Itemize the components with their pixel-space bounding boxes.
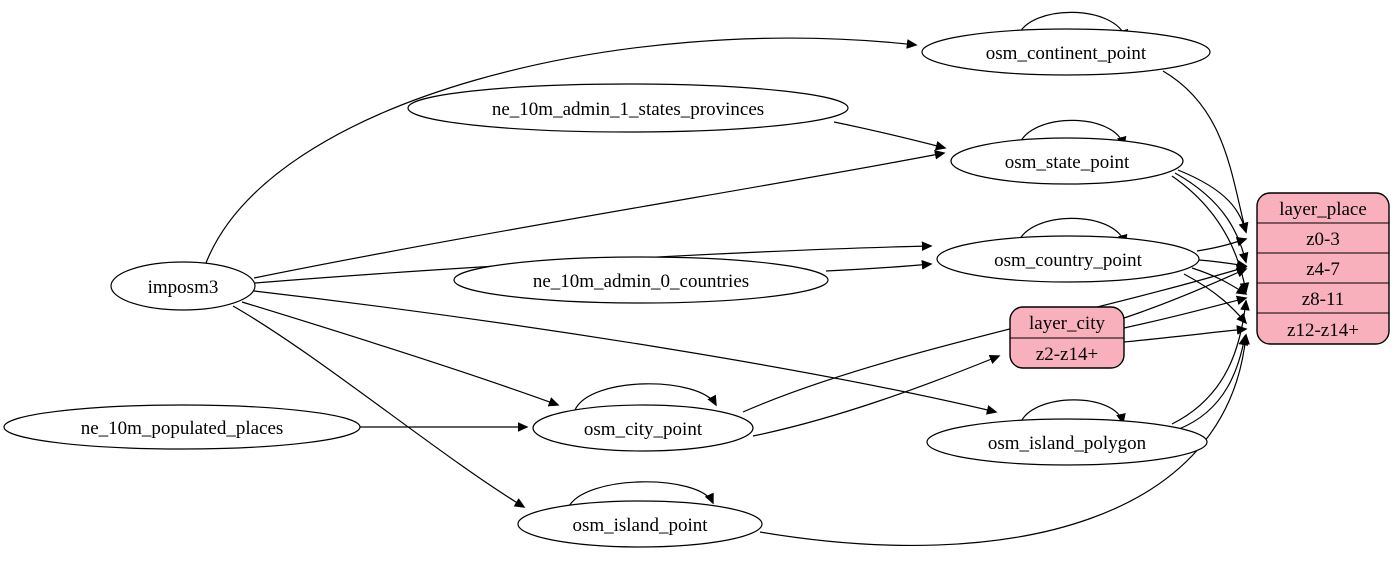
node-osm-continent-label: osm_continent_point: [986, 43, 1147, 64]
node-imposm3-shape: [110, 261, 256, 311]
edge-ne-admin0-countries-to-osm-country-point: [825, 259, 933, 272]
node-ne-10m-populated-places: ne_10m_populated_places: [3, 404, 361, 450]
edge-imposm3-to-osm-island-point: [232, 305, 526, 508]
node-ne-countries-shape: [453, 256, 829, 304]
edge-osm-island-polygon-to-layer-place-z12-z14: [1178, 334, 1249, 430]
node-ne-states-shape: [407, 83, 849, 133]
selfloop-osm-island-polygon: [1019, 399, 1126, 425]
record-layer-place-box: [1256, 192, 1390, 345]
node-ne-10m-admin-1-states-provinces: ne_10m_admin_1_states_provinces: [407, 83, 849, 133]
node-ne-states-label: ne_10m_admin_1_states_provinces: [492, 99, 764, 120]
selfloop-osm-continent-point: [1017, 11, 1129, 41]
selfloop-osm-state-point: [1018, 119, 1127, 148]
edge-osm-city-point-to-layer-place-z4-7: [742, 264, 1248, 413]
edge-osm-country-point-to-layer-place-z8-11: [1191, 267, 1248, 295]
node-imposm3-label: imposm3: [148, 277, 219, 298]
node-imposm3: imposm3: [110, 261, 256, 311]
edge-osm-state-point-to-layer-place-z0-3: [1177, 169, 1249, 234]
record-layer-city-title: layer_city: [1029, 313, 1105, 334]
record-layer-place-title: layer_place: [1279, 199, 1367, 220]
edge-imposm3-to-osm-city-point: [241, 301, 560, 407]
edge-osm-continent-point-to-layer-place-z0-3: [1162, 70, 1249, 234]
edge-osm-country-point-to-layer-place-z0-3: [1196, 237, 1248, 252]
record-layer-place-row-z4-7: z4-7: [1306, 259, 1340, 280]
selfloop-osm-country-point: [1017, 217, 1128, 246]
edge-osm-city-point-to-layer-city-z2: [752, 354, 1001, 437]
node-osm-continent-shape: [921, 28, 1211, 76]
edge-ne-states-provinces-to-osm-state-point: [833, 121, 947, 151]
edge-osm-island-point-to-layer-place-z12-z14: [759, 333, 1250, 546]
node-osm-island-polygon-label: osm_island_polygon: [988, 433, 1147, 454]
selfloop-osm-island-point: [567, 481, 714, 509]
edge-osm-state-point-to-layer-place-z8-11: [1171, 175, 1250, 294]
edge-imposm3-to-osm-island-polygon: [253, 290, 998, 415]
edge-osm-country-point-to-layer-place-z12-z14: [1183, 273, 1248, 325]
node-ne-countries-label: ne_10m_admin_0_countries: [533, 271, 749, 292]
edge-layer-city-to-layer-place-z8-11: [1123, 295, 1248, 329]
node-osm-state-point: osm_state_point: [950, 137, 1184, 185]
node-osm-state-shape: [950, 137, 1184, 185]
node-osm-city-shape: [532, 404, 754, 452]
edge-osm-state-point-to-layer-place-z4-7: [1174, 172, 1249, 264]
record-layer-place-row-z8-11: z8-11: [1302, 289, 1345, 310]
node-osm-island-polygon: osm_island_polygon: [926, 418, 1208, 466]
node-ne-10m-admin-0-countries: ne_10m_admin_0_countries: [453, 256, 829, 304]
node-osm-island-polygon-shape: [926, 418, 1208, 466]
record-layer-city: layer_city z2-z14+: [1009, 306, 1125, 369]
node-osm-city-point: osm_city_point: [532, 404, 754, 452]
record-layer-place-row-z12-z14: z12-z14+: [1287, 320, 1359, 341]
node-osm-continent-point: osm_continent_point: [921, 28, 1211, 76]
node-osm-country-shape: [936, 235, 1200, 283]
node-osm-island-point-shape: [517, 500, 763, 548]
record-layer-place: layer_place z0-3 z4-7 z8-11 z12-z14+: [1256, 192, 1390, 345]
edge-layer-city-to-layer-place-z12-z14: [1123, 325, 1248, 343]
edges-layer: [205, 11, 1250, 546]
record-layer-place-row-z0-3: z0-3: [1306, 229, 1340, 250]
edge-layer-city-to-layer-place-z4-7: [1123, 268, 1248, 319]
edge-osm-island-polygon-to-layer-place-z8-11: [1171, 299, 1250, 425]
edge-imposm3-to-osm-state-point: [253, 149, 946, 279]
selfloop-osm-city-point: [574, 383, 717, 411]
node-osm-country-point: osm_country_point: [936, 235, 1200, 283]
edge-imposm3-to-osm-continent-point: [205, 37, 918, 264]
record-layer-city-row-z2-z14: z2-z14+: [1036, 344, 1098, 365]
node-osm-state-label: osm_state_point: [1005, 152, 1130, 173]
node-osm-island-point-label: osm_island_point: [572, 515, 708, 536]
node-osm-city-label: osm_city_point: [584, 419, 703, 440]
node-ne-populated-shape: [3, 404, 361, 450]
node-ne-populated-label: ne_10m_populated_places: [81, 418, 284, 439]
node-osm-island-point: osm_island_point: [517, 500, 763, 548]
node-osm-country-label: osm_country_point: [994, 250, 1142, 271]
